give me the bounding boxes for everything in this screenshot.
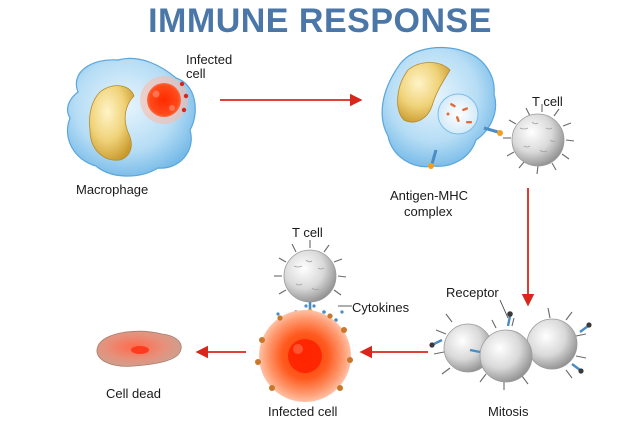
- receptor-pointer: [499, 299, 509, 319]
- antigen-presenting-cell: [381, 46, 503, 169]
- flow-arrows: [195, 93, 535, 359]
- label-t-cell-top: T cell: [532, 94, 563, 109]
- label-cell-dead: Cell dead: [106, 386, 161, 401]
- label-infected-cell-top-1: Infected: [186, 52, 233, 67]
- label-infected-cell-top-2: cell: [186, 66, 206, 81]
- label-antigen-mhc-1: Antigen-MHC: [390, 188, 469, 203]
- label-receptor: Receptor: [446, 285, 499, 300]
- label-cytokines: Cytokines: [352, 300, 410, 315]
- label-mitosis: Mitosis: [488, 404, 529, 419]
- t-cell-middle: [274, 240, 347, 315]
- label-antigen-mhc-2: complex: [404, 204, 453, 219]
- t-cell-top: [503, 104, 575, 175]
- label-infected-cell-bottom: Infected cell: [268, 404, 338, 419]
- label-t-cell-middle: T cell: [292, 225, 323, 240]
- mitosis-cluster: [429, 307, 592, 390]
- label-macrophage: Macrophage: [76, 182, 149, 197]
- mitosis-t-cell-2: [469, 311, 533, 390]
- macrophage-cell: [66, 57, 196, 177]
- infected-cell-bottom: [255, 310, 353, 402]
- dead-cell: [96, 330, 182, 367]
- diagram-title: IMMUNE RESPONSE: [148, 2, 492, 40]
- mitosis-t-cell-3: [526, 307, 592, 379]
